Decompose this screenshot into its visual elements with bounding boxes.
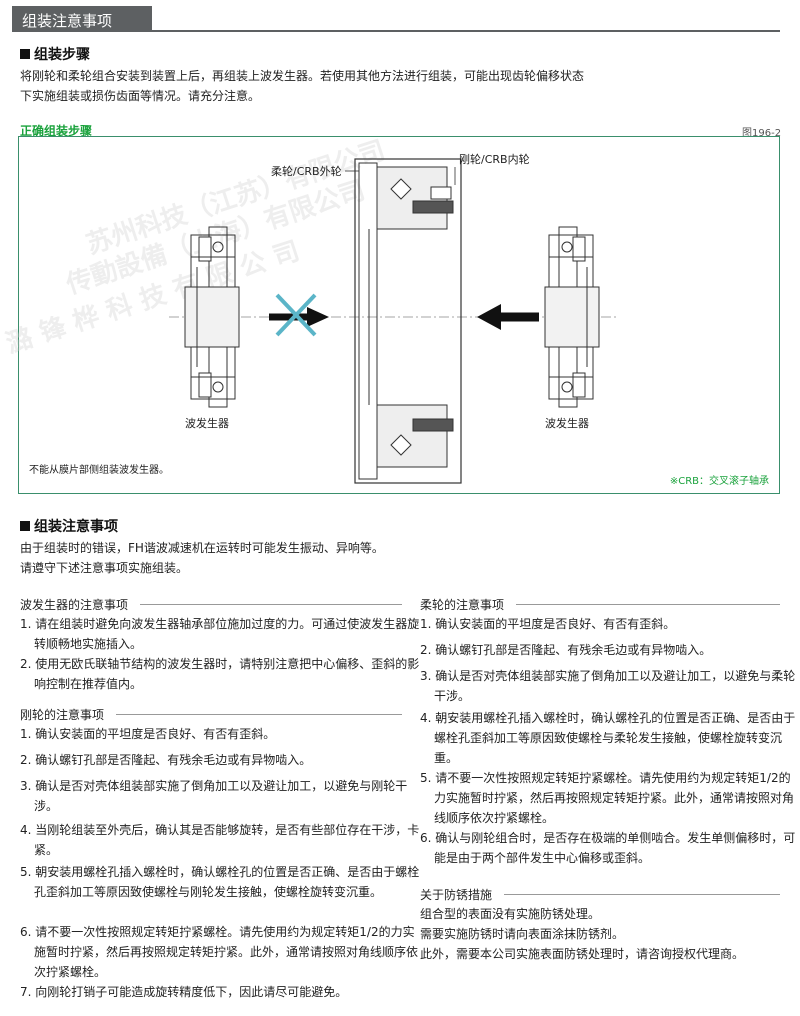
label-wave-generator-right: 波发生器 (545, 417, 589, 430)
section-rule (504, 894, 780, 895)
assembly-notes-text: 由于组装时的错误，FH谐波减速机在运转时可能发生振动、异响等。 请遵守下述注意事… (20, 538, 780, 578)
list-item: 4. 朝安装用螺栓孔插入螺栓时，确认螺栓孔的位置是否正确、是否由于螺栓孔歪斜加工… (420, 711, 796, 765)
wave-generator-left (184, 226, 240, 408)
figure-title: 正确组装步骤 (20, 124, 93, 138)
figure-note: 不能从膜片部侧组装波发生器。 (29, 465, 169, 476)
assembly-steps-line: 下实施组装或损伤齿面等情况。请充分注意。 (20, 89, 261, 103)
list-item: 1. 确认安装面的平坦度是否良好、有否有歪斜。 (420, 617, 676, 631)
rust-line: 组合型的表面没有实施防锈处理。 (420, 907, 601, 921)
header-tab: 组装注意事项 (12, 6, 152, 32)
circular-spline-notes-title: 刚轮的注意事项 (20, 708, 105, 722)
assembly-notes-title: 组装注意事项 (34, 519, 118, 535)
rust-line: 此外，需要本公司实施表面防锈处理时，请咨询授权代理商。 (420, 947, 745, 961)
list-item: 6. 确认与刚轮组合时，是否存在极端的单侧啮合。发生单侧偏移时，可能是由于两个部… (420, 831, 796, 865)
list-item: 3. 确认是否对壳体组装部实施了倒角加工以及避让加工，以避免与刚轮干涉。 (20, 779, 408, 813)
list-item: 1. 确认安装面的平坦度是否良好、有否有歪斜。 (20, 727, 276, 741)
correct-direction-arrow (477, 304, 539, 330)
list-item: 1. 请在组装时避免向波发生器轴承部位施加过度的力。可通过使波发生器旋转顺畅地实… (20, 617, 420, 651)
list-item: 7. 向刚轮打销子可能造成旋转精度低下，因此请尽可能避免。 (20, 985, 348, 999)
section-rule (516, 604, 780, 605)
list-item: 5. 朝安装用螺栓孔插入螺栓时，确认螺栓孔的位置是否正确、是否由于螺栓孔歪斜加工… (20, 865, 420, 899)
assembly-diagram (169, 158, 619, 484)
rust-line: 需要实施防锈时请向表面涂抹防锈剂。 (420, 927, 625, 941)
wave-generator-notes-title: 波发生器的注意事项 (20, 598, 129, 612)
list-item: 4. 当刚轮组装至外壳后，确认其是否能够旋转，是否有些部位存在干涉，卡紧。 (20, 823, 420, 857)
square-bullet-icon (20, 521, 30, 531)
wave-generator-right (544, 226, 600, 408)
wrong-direction-arrow (269, 307, 329, 327)
assembly-notes-line: 由于组装时的错误，FH谐波减速机在运转时可能发生振动、异响等。 (20, 541, 384, 555)
assembly-steps-text: 将刚轮和柔轮组合安装到装置上后，再组装上波发生器。若使用其他方法进行组装，可能出… (20, 66, 780, 106)
figure-id: 图196-2 (742, 128, 782, 139)
crb-footnote: ※CRB：交叉滚子轴承 (669, 476, 769, 487)
list-item: 5. 请不要一次性按照规定转矩拧紧螺栓。请先使用约为规定转矩1/2的力实施暂时拧… (420, 771, 795, 825)
rust-prevention-text: 组合型的表面没有实施防锈处理。 需要实施防锈时请向表面涂抹防锈剂。 此外，需要本… (420, 904, 782, 964)
list-item: 2. 确认螺钉孔部是否隆起、有残余毛边或有异物啮入。 (20, 753, 312, 767)
section-rule (140, 604, 402, 605)
label-flexspline: 柔轮/CRB外轮 (271, 165, 342, 178)
list-item: 2. 确认螺钉孔部是否隆起、有残余毛边或有异物啮入。 (420, 643, 712, 657)
flexspline-crb-assembly (354, 158, 462, 484)
assembly-steps-line: 将刚轮和柔轮组合安装到装置上后，再组装上波发生器。若使用其他方法进行组装，可能出… (20, 69, 585, 83)
page-title: 组装注意事项 (22, 12, 113, 30)
list-item: 2. 使用无欧氏联轴节结构的波发生器时，请特别注意把中心偏移、歪斜的影响控制在推… (20, 657, 420, 691)
section-rule (116, 714, 402, 715)
assembly-figure: 苏州科技（江苏）有限公司 传動設備（上海）有限公司 潞 锋 桦 科 技 有 限 … (3, 135, 780, 494)
list-item: 3. 确认是否对壳体组装部实施了倒角加工以及避让加工，以避免与柔轮干涉。 (420, 669, 796, 703)
square-bullet-icon (20, 49, 30, 59)
rust-prevention-title: 关于防锈措施 (420, 888, 493, 902)
assembly-notes-line: 请遵守下述注意事项实施组装。 (20, 561, 189, 575)
assembly-steps-heading: 组装步骤 (20, 44, 90, 64)
assembly-steps-title: 组装步骤 (34, 47, 90, 63)
list-item: 6. 请不要一次性按照规定转矩拧紧螺栓。请先使用约为规定转矩1/2的力实施暂时拧… (20, 925, 419, 979)
assembly-notes-heading: 组装注意事项 (20, 516, 118, 536)
label-wave-generator-left: 波发生器 (185, 417, 229, 430)
label-circular-spline: 刚轮/CRB内轮 (459, 153, 530, 166)
flexspline-notes-title: 柔轮的注意事项 (420, 598, 505, 612)
page-header: 组装注意事项 (12, 6, 780, 32)
x-mark-icon (275, 293, 317, 337)
header-rule (12, 30, 780, 32)
